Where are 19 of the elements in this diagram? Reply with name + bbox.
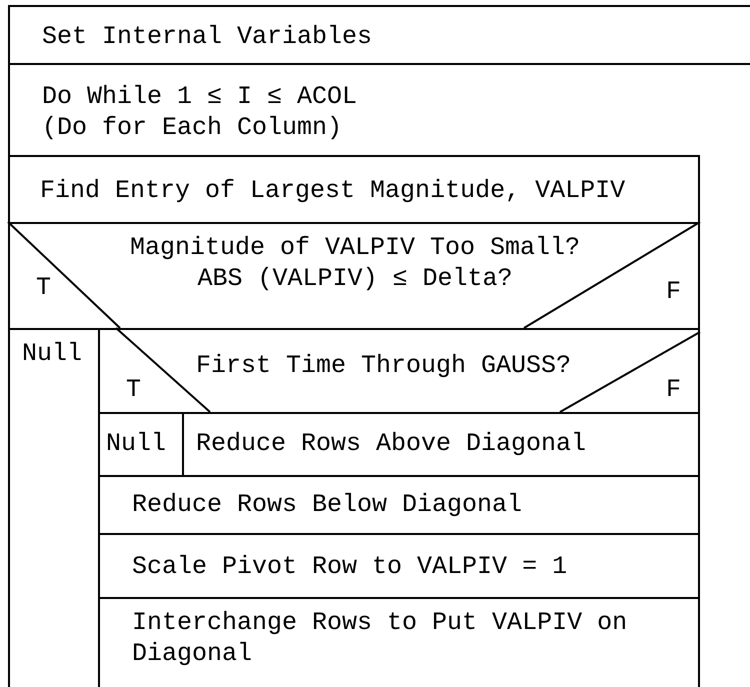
condition-text: Magnitude of VALPIV Too Small? ABS (VALPIV) ≤ Delta?	[128, 232, 582, 294]
process-block	[8, 5, 750, 65]
block-text: Null	[106, 428, 166, 459]
block-text: (Do for Each Column)	[42, 112, 342, 143]
block-text: Find Entry of Largest Magnitude, VALPIV	[40, 175, 626, 206]
block-text: Set Internal Variables	[42, 21, 372, 52]
block-text: Interchange Rows to Put VALPIV on Diagonal	[132, 607, 628, 669]
decision-block	[8, 222, 700, 330]
branch-label: F	[666, 374, 682, 405]
branch-label: T	[36, 272, 52, 303]
block-text: Null	[22, 338, 82, 369]
block-text: Scale Pivot Row to VALPIV = 1	[132, 551, 568, 582]
branch-label: F	[666, 276, 682, 307]
block-text: Reduce Rows Below Diagonal	[132, 489, 522, 520]
process-block	[8, 155, 700, 224]
branch-label: T	[126, 374, 142, 405]
condition-text: First Time Through GAUSS?	[196, 350, 572, 381]
block-text: Reduce Rows Above Diagonal	[196, 428, 586, 459]
block-text: Do While 1 ≤ I ≤ ACOL	[42, 81, 358, 112]
